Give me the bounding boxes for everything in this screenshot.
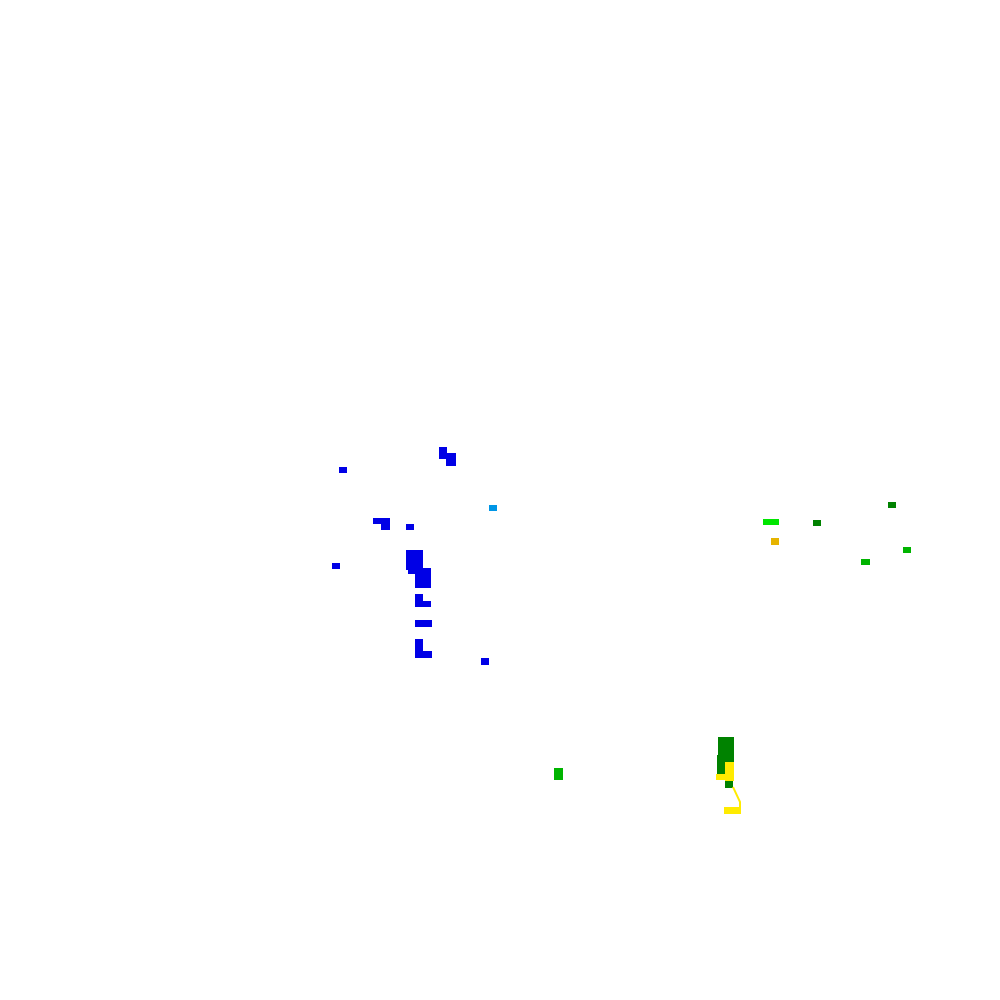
cell-blue xyxy=(415,651,432,658)
cell-blue xyxy=(406,550,423,570)
cell-blue xyxy=(408,568,431,574)
region-cluster-south xyxy=(554,737,741,814)
cell-yellow xyxy=(725,762,734,781)
cell-gold xyxy=(771,538,779,545)
cell-yellow xyxy=(716,774,726,780)
cell-blue xyxy=(381,522,390,530)
cell-blue xyxy=(415,601,431,607)
cell-green xyxy=(554,768,563,780)
cell-green xyxy=(861,559,870,565)
cell-yellow-outline xyxy=(732,786,741,809)
cell-blue xyxy=(439,447,447,459)
cell-blue xyxy=(415,639,423,658)
cell-yellow xyxy=(724,807,741,814)
cell-dark-green xyxy=(888,502,896,508)
cell-blue xyxy=(415,620,432,627)
cell-blue xyxy=(415,572,431,588)
cell-blue xyxy=(446,453,456,466)
cell-blue xyxy=(339,467,347,473)
cell-dark-green xyxy=(725,781,733,788)
cell-blue xyxy=(415,594,423,607)
cell-dark-green xyxy=(813,520,821,526)
cell-blue xyxy=(406,524,414,530)
cell-dark-green xyxy=(717,755,726,775)
cell-blue xyxy=(481,658,489,665)
cell-bright-green xyxy=(763,519,779,525)
cell-blue xyxy=(332,563,340,569)
region-cluster-east xyxy=(763,502,911,565)
cell-blue xyxy=(373,518,390,524)
cell-light-blue xyxy=(489,505,497,511)
cell-green xyxy=(903,547,911,553)
region-cluster-west xyxy=(332,447,497,665)
